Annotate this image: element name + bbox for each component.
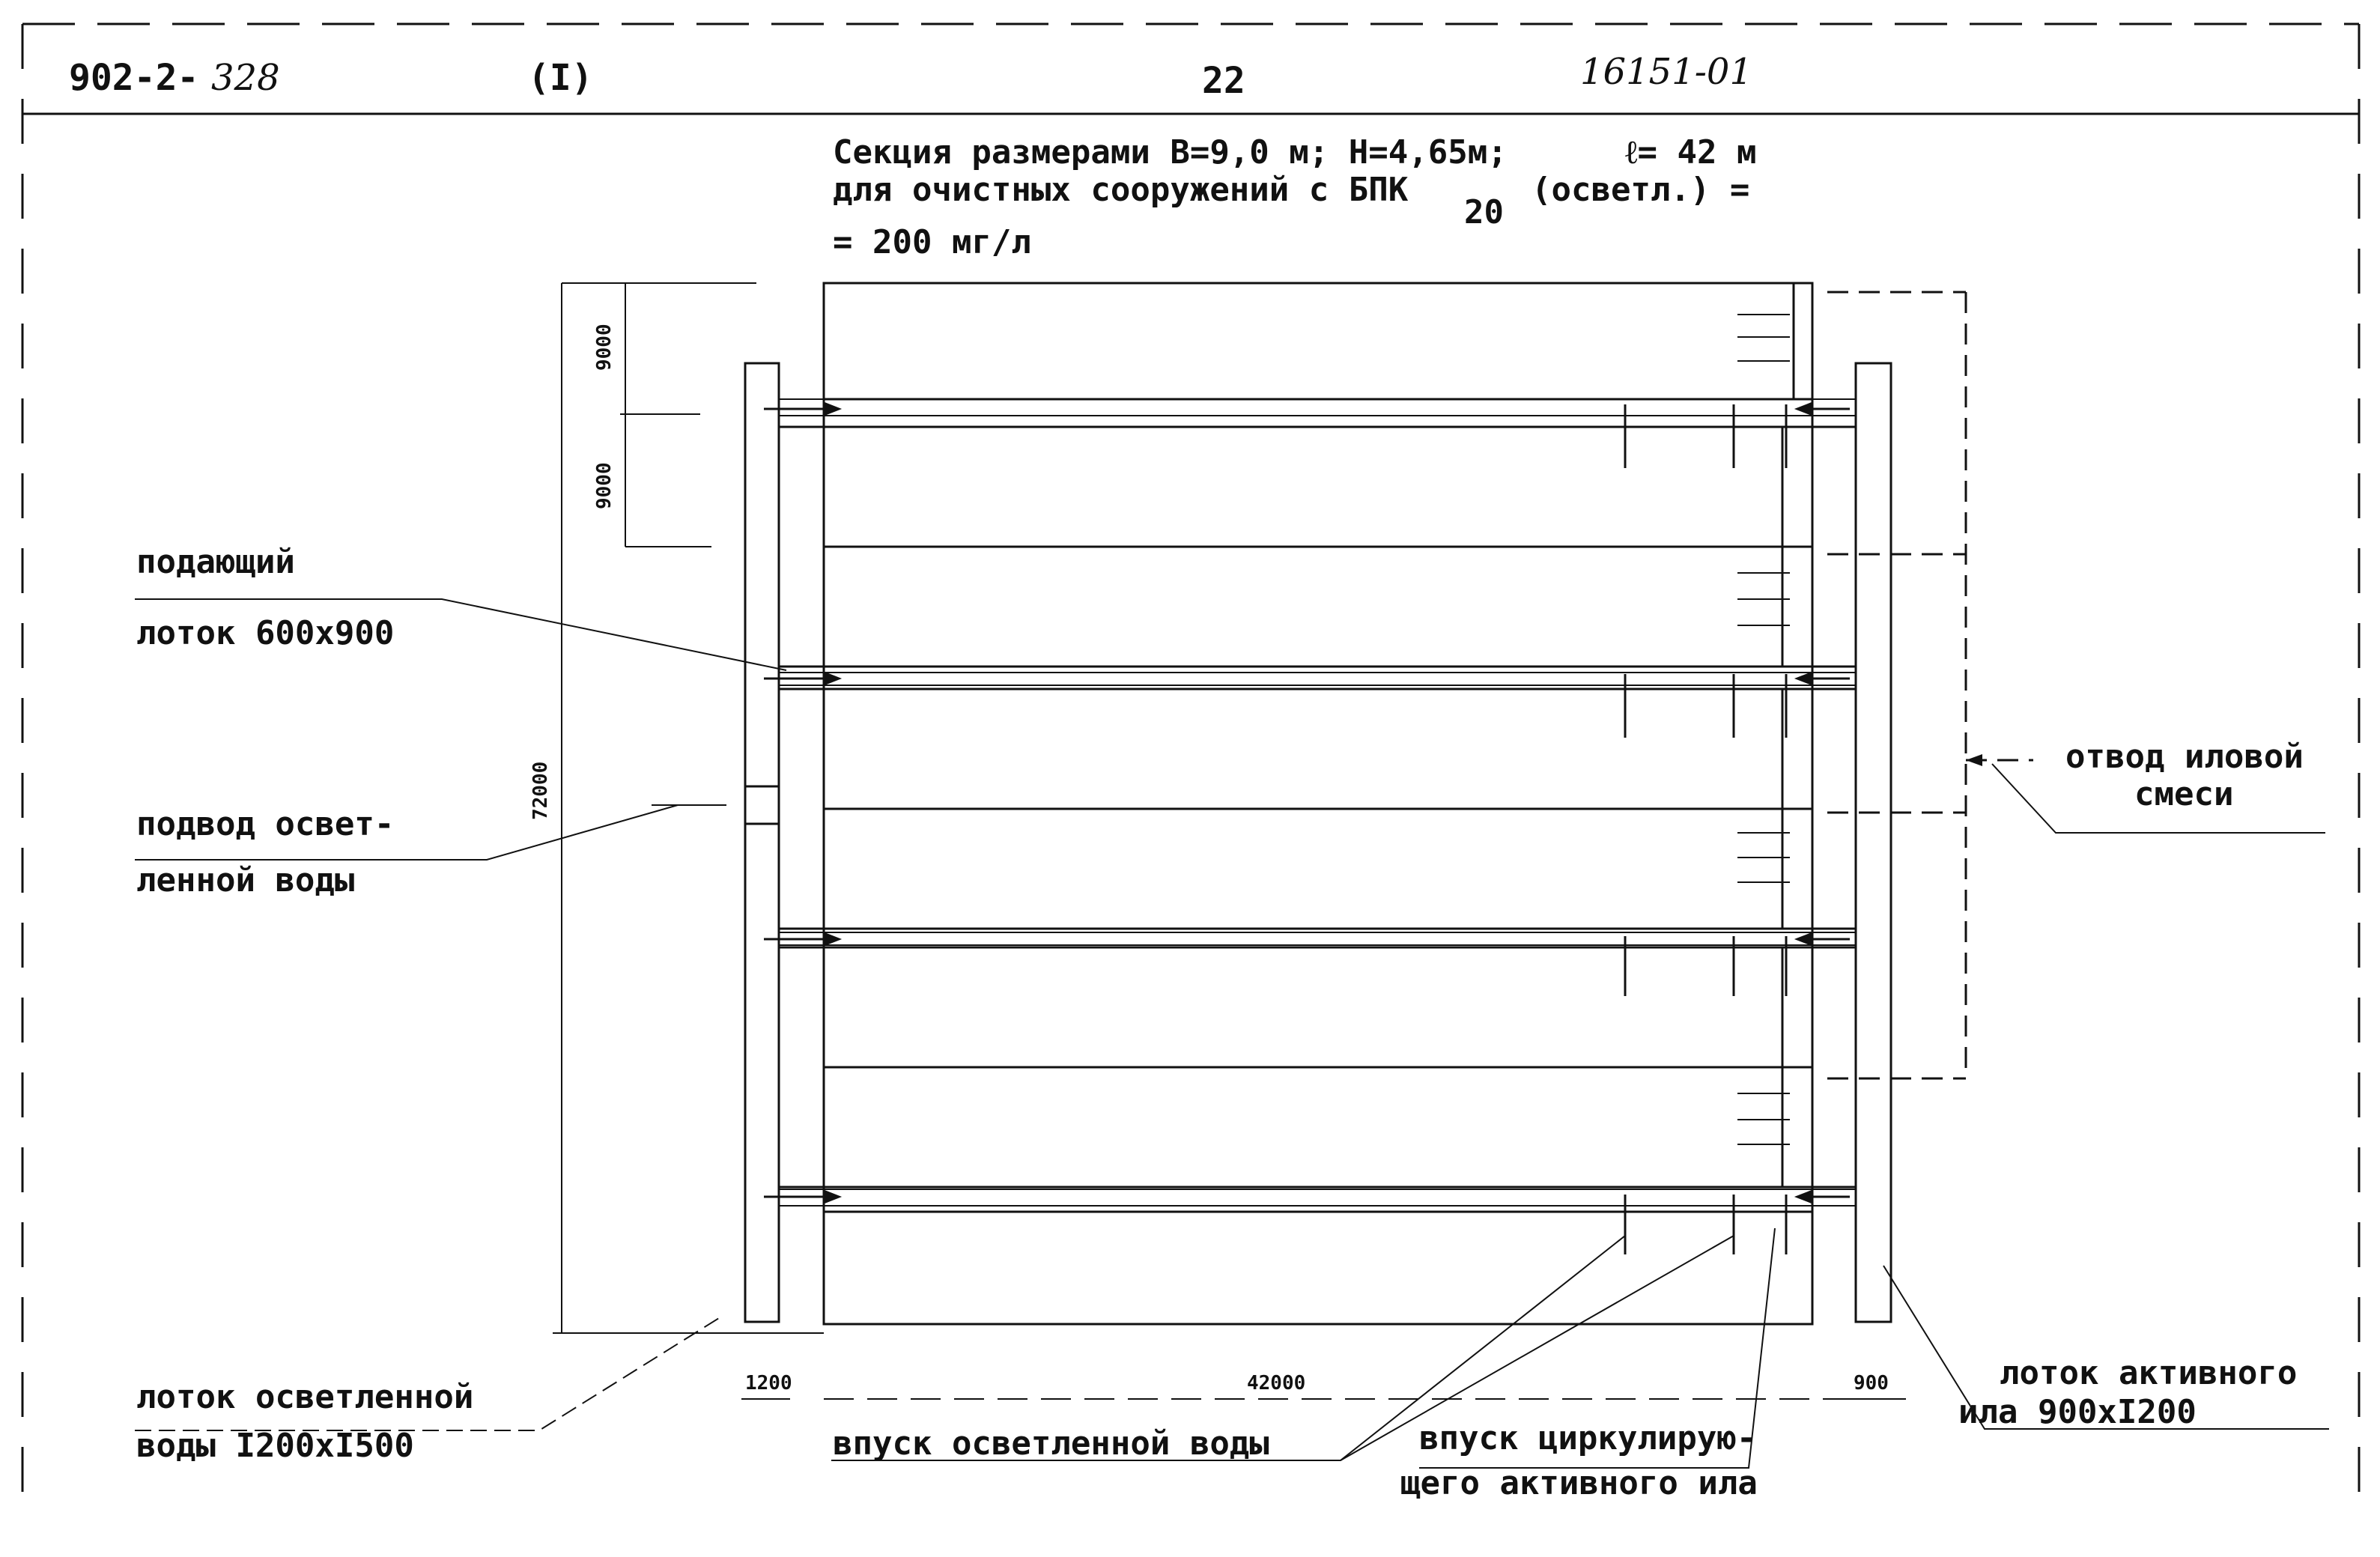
label-active-sludge-channel-line-2: ила 900xI200 bbox=[1958, 1393, 2197, 1431]
label-active-sludge-channel-line-1: лоток активного bbox=[2000, 1354, 2297, 1392]
corridor-block-2 bbox=[777, 688, 1857, 930]
bottom-tank-strip bbox=[822, 1210, 1814, 1326]
dimension-lines bbox=[553, 282, 1906, 1400]
supply-channel-bands bbox=[779, 398, 1856, 1207]
dim-length: 42000 bbox=[1247, 1372, 1305, 1394]
aeration-tank-plan bbox=[744, 282, 2033, 1326]
series-prefix: 902-2- bbox=[69, 57, 198, 99]
sheet-frame bbox=[21, 22, 2361, 1513]
title-line-2-end: (осветл.) = bbox=[1531, 171, 1749, 209]
label-supply-channel-line-2: лоток 600x900 bbox=[136, 614, 394, 652]
active-sludge-channel bbox=[1854, 362, 1892, 1323]
part-number: (I) bbox=[528, 57, 593, 99]
dim-second-section: 9000 bbox=[593, 462, 616, 509]
label-mixed-liquor-outlet-line-2: смеси bbox=[2134, 775, 2233, 813]
label-clarified-inlet-line-2: ленной воды bbox=[136, 861, 354, 899]
title-line-1: Секция размерами B=9,0 м; H=4,65м; bbox=[833, 133, 1508, 172]
label-supply-channel-line-1: подающий bbox=[136, 543, 295, 581]
clarified-water-channel bbox=[744, 362, 780, 1323]
label-mixed-liquor-outlet-line-1: отвод иловой bbox=[2065, 738, 2304, 776]
title-block-header: 902-2- 328 (I) 22 16151-01 bbox=[69, 51, 1752, 102]
corridor-block-1 bbox=[777, 425, 1857, 668]
top-tank-strip bbox=[822, 282, 1814, 401]
corridor-block-3 bbox=[777, 946, 1857, 1189]
callout-labels: подающий лоток 600x900 подвод освет- лен… bbox=[136, 543, 2304, 1502]
dim-left-channel: 1200 bbox=[745, 1372, 792, 1394]
flow-arrows bbox=[764, 314, 1850, 1254]
title-line-2-subscript: 20 bbox=[1464, 193, 1504, 231]
series-number: 328 bbox=[211, 57, 280, 99]
drawing-title: Секция размерами B=9,0 м; H=4,65м; ℓ= 42… bbox=[833, 133, 1756, 261]
dim-top-section: 9000 bbox=[593, 324, 616, 371]
label-clarified-channel-line-2: воды I200xI500 bbox=[136, 1427, 414, 1465]
label-clarified-release: впуск осветленной воды bbox=[833, 1424, 1269, 1463]
label-circulating-sludge-line-2: щего активного ила bbox=[1400, 1464, 1758, 1502]
dim-total-height: 72000 bbox=[529, 762, 552, 820]
page-number: 22 bbox=[1202, 60, 1245, 102]
title-line-3: = 200 мг/л bbox=[833, 223, 1031, 261]
clarified-water-inlet-box bbox=[744, 785, 780, 825]
label-circulating-sludge-line-1: впуск циркулирую- bbox=[1419, 1419, 1756, 1457]
dim-right-channel: 900 bbox=[1854, 1372, 1889, 1394]
label-clarified-channel-line-1: лоток осветленной bbox=[136, 1378, 473, 1416]
title-length: ℓ= 42 м bbox=[1625, 133, 1756, 172]
title-line-2: для очистных сооружений с БПК bbox=[833, 171, 1409, 209]
leader-lines bbox=[135, 598, 2329, 1469]
label-clarified-inlet-line-1: подвод освет- bbox=[136, 805, 394, 843]
document-code: 16151-01 bbox=[1580, 51, 1752, 93]
mixed-liquor-outlet-dashed bbox=[1827, 291, 2033, 1080]
